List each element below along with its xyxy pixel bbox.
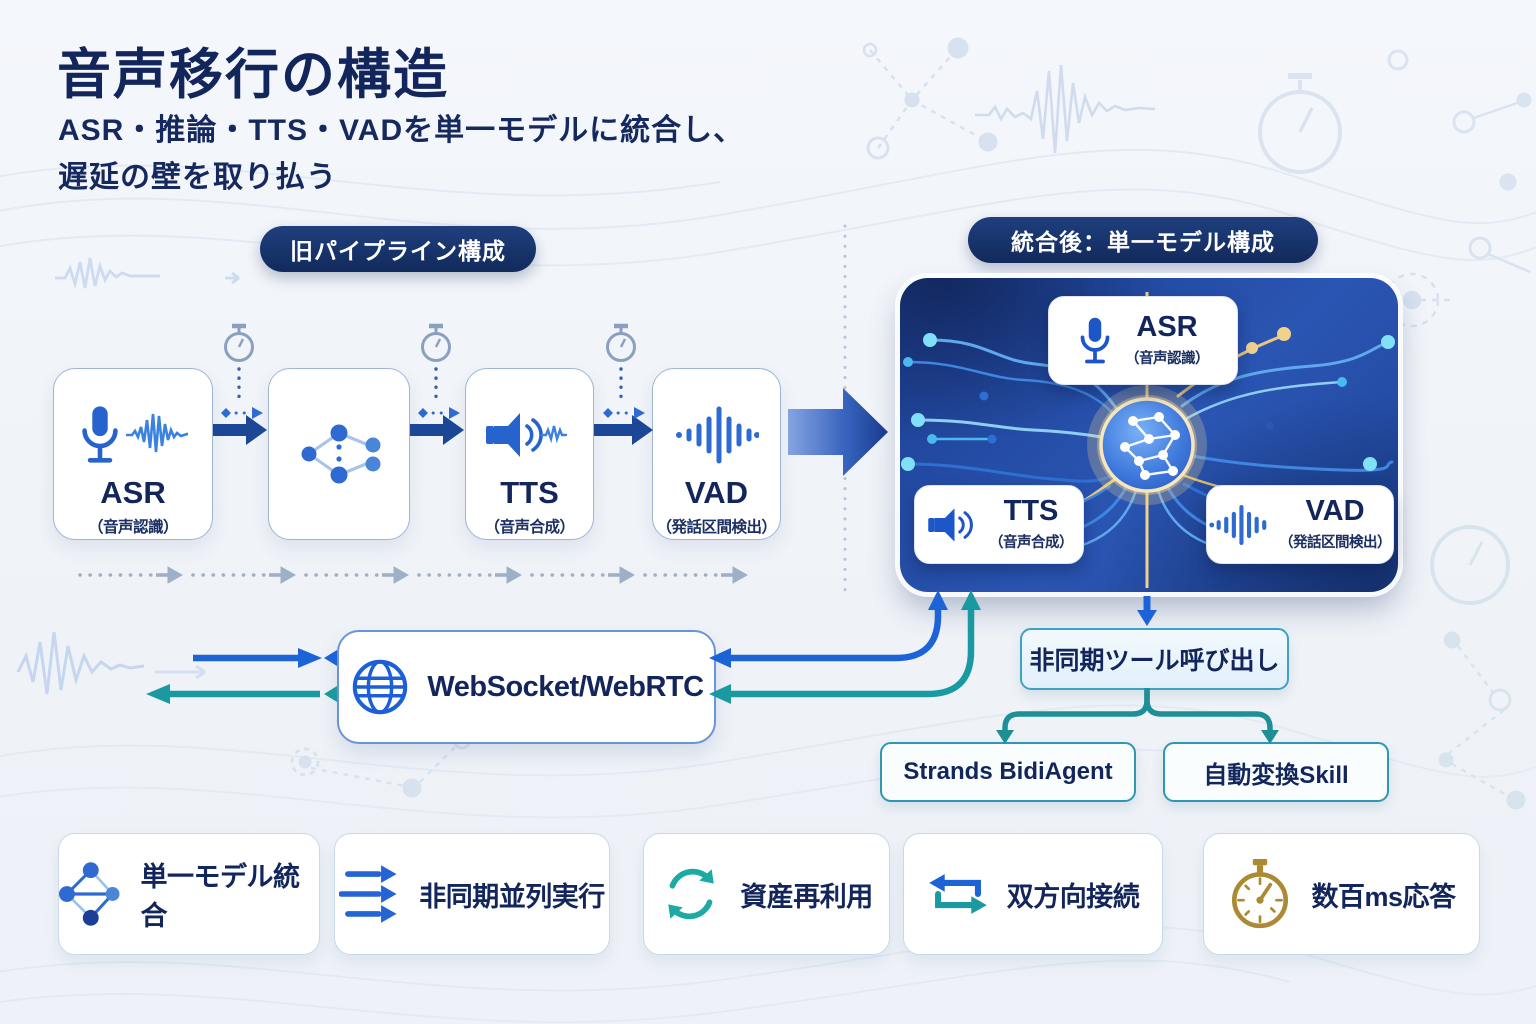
- websocket-box: WebSocket/WebRTC: [337, 630, 716, 744]
- websocket-label: WebSocket/WebRTC: [427, 670, 704, 703]
- central-model-sphere: [1087, 385, 1207, 505]
- unified-card-sub: （音声合成）: [989, 535, 1074, 551]
- waveform-decoration-left: [55, 257, 160, 290]
- voice-bars-icon: [675, 406, 759, 464]
- feature-label: 単一モデル統合: [140, 862, 300, 931]
- feature-bidirectional: 双方向接続: [903, 833, 1163, 955]
- waveform-decoration-left2: [16, 631, 145, 695]
- stage-sub: （発話区間検出）: [656, 519, 777, 536]
- unified-card-sub: （音声認識）: [1125, 351, 1210, 367]
- page-subtitle: ASR・推論・TTS・VADを単一モデルに統合し、 遅延の壁を取り払う: [58, 108, 744, 201]
- microphone-icon: [1080, 317, 1110, 363]
- stage-name: TTS: [500, 475, 559, 510]
- stopwatch-icon: [1232, 859, 1289, 929]
- async-call-arrow: [1137, 596, 1157, 626]
- model-uplink-arrow: [709, 590, 948, 668]
- stopwatch-icon: [421, 323, 451, 362]
- stopwatch-decoration: [1258, 73, 1342, 174]
- recycle-arrows-icon: [668, 868, 714, 920]
- old-pipeline-badge: 旧パイプライン構成: [260, 226, 536, 272]
- feature-latency: 数百ms応答: [1203, 833, 1480, 955]
- subtitle-line-1: ASR・推論・TTS・VADを単一モデルに統合し、: [58, 114, 745, 147]
- unified-model-panel: ASR （音声認識） TTS （音声合成）: [900, 278, 1398, 592]
- client-outbound-arrow: [146, 684, 337, 704]
- waveform-decoration: [975, 64, 1156, 154]
- parallel-arrows-icon: [339, 865, 397, 923]
- microphone-icon: [82, 406, 118, 463]
- stopwatch-icon: [224, 323, 254, 362]
- stage-inference: [268, 368, 410, 540]
- stage-sub: （音声合成）: [484, 519, 575, 536]
- feature-single-model: 単一モデル統合: [58, 833, 320, 955]
- unified-card-tts: TTS （音声合成）: [914, 485, 1084, 564]
- sequential-flow-dots: [78, 566, 749, 584]
- feature-label: 資産再利用: [740, 881, 873, 912]
- stage-vad: VAD （発話区間検出）: [652, 368, 781, 540]
- inference-network-icon: [301, 424, 381, 484]
- subtitle-line-2: 遅延の壁を取り払う: [58, 160, 337, 194]
- unified-card-vad: VAD （発話区間検出）: [1206, 485, 1394, 564]
- page-title: 音声移行の構造: [57, 45, 449, 105]
- model-downlink-arrow: [709, 590, 981, 704]
- strands-bidiagent-box: Strands BidiAgent: [880, 742, 1136, 802]
- stage-name: ASR: [100, 475, 166, 510]
- stage-name: VAD: [684, 475, 749, 510]
- feature-label: 非同期並列実行: [419, 881, 605, 912]
- client-inbound-arrow: [193, 648, 337, 668]
- circuit-decoration-top-right: [1387, 49, 1532, 274]
- unified-card-name: TTS: [1003, 495, 1059, 527]
- feature-label: 双方向接続: [1006, 881, 1140, 912]
- unified-card-name: ASR: [1136, 311, 1198, 343]
- stage-tts: TTS （音声合成）: [465, 368, 594, 540]
- async-tool-call-box: 非同期ツール呼び出し: [1020, 628, 1289, 690]
- auto-convert-skill-box: 自動変換Skill: [1163, 742, 1389, 802]
- globe-icon: [353, 659, 408, 715]
- neural-flow-decoration: [901, 292, 1395, 588]
- unified-model-badge: 統合後：単一モデル構成: [968, 217, 1318, 263]
- unified-card-sub: （発話区間検出）: [1279, 535, 1392, 551]
- molecule-decoration-bottom-right: [1430, 525, 1526, 810]
- bidirectional-arrows-icon: [928, 874, 987, 914]
- molecule-decoration: [862, 37, 998, 160]
- transformation-arrow: [788, 388, 888, 476]
- waveform-icon: [126, 413, 188, 453]
- unified-card-asr: ASR （音声認識）: [1048, 296, 1238, 385]
- feature-async-parallel: 非同期並列実行: [334, 833, 610, 955]
- stopwatch-icon: [606, 323, 636, 362]
- diamond-network-icon: [59, 862, 120, 926]
- feature-asset-reuse: 資産再利用: [643, 833, 890, 955]
- unified-card-name: VAD: [1305, 495, 1365, 527]
- stage-asr: ASR （音声認識）: [53, 368, 213, 540]
- speaker-icon: [928, 507, 973, 542]
- tool-branch-arrows: [996, 688, 1279, 744]
- speaker-icon: [485, 413, 567, 457]
- voice-bars-icon: [1209, 504, 1267, 545]
- stage-sub: （音声認識）: [87, 519, 179, 536]
- feature-label: 数百ms応答: [1311, 881, 1456, 912]
